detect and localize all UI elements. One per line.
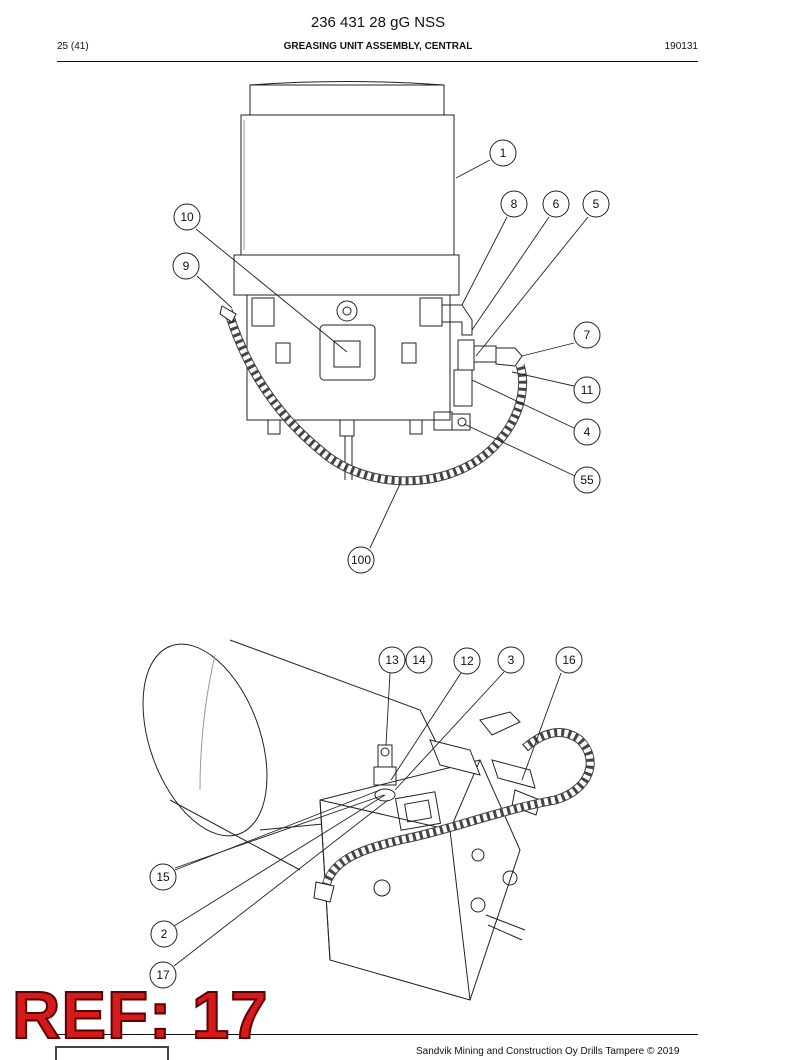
svg-text:11: 11 — [581, 383, 594, 397]
callout-100: 100 — [347, 546, 375, 574]
callout-55: 55 — [573, 466, 601, 494]
svg-text:5: 5 — [593, 197, 600, 211]
svg-text:12: 12 — [460, 654, 474, 668]
svg-text:10: 10 — [180, 210, 194, 224]
callout-17: 17 — [149, 961, 177, 989]
upper-assembly-drawing — [219, 81, 528, 486]
svg-text:14: 14 — [412, 653, 426, 667]
callout-13: 13 — [378, 646, 406, 674]
svg-text:1: 1 — [500, 146, 507, 160]
svg-text:13: 13 — [385, 653, 399, 667]
ref-stamp: REF: 17 — [11, 978, 269, 1053]
lower-leader-lines — [173, 671, 562, 967]
header-rule — [57, 61, 698, 62]
callout-7: 7 — [573, 321, 601, 349]
callout-14: 14 — [405, 646, 433, 674]
callout-10: 10 — [173, 203, 201, 231]
svg-text:55: 55 — [580, 473, 594, 487]
callout-4: 4 — [573, 418, 601, 446]
svg-text:8: 8 — [511, 197, 518, 211]
callout-5: 5 — [582, 190, 610, 218]
document-code: 190131 — [664, 41, 698, 52]
footer-copyright: Sandvik Mining and Construction Oy Drill… — [416, 1046, 680, 1057]
callout-6: 6 — [542, 190, 570, 218]
svg-text:6: 6 — [553, 197, 560, 211]
svg-text:4: 4 — [584, 425, 591, 439]
lower-assembly-drawing — [142, 639, 595, 1001]
footer-rule — [57, 1034, 698, 1035]
callout-3: 3 — [497, 646, 525, 674]
callout-11: 11 — [573, 376, 601, 404]
callout-15: 15 — [149, 863, 177, 891]
svg-text:15: 15 — [156, 870, 170, 884]
svg-text:3: 3 — [508, 653, 515, 667]
callout-2: 2 — [150, 920, 178, 948]
callout-12: 12 — [453, 647, 481, 675]
callout-16: 16 — [555, 646, 583, 674]
section-title: GREASING UNIT ASSEMBLY, CENTRAL — [283, 41, 473, 52]
upper-leader-lines — [195, 159, 589, 549]
svg-text:17: 17 — [156, 968, 170, 982]
document-title: 236 431 28 gG NSS — [310, 14, 446, 31]
svg-text:9: 9 — [183, 259, 190, 273]
callout-1: 1 — [489, 139, 517, 167]
svg-text:2: 2 — [161, 927, 168, 941]
callout-9: 9 — [172, 252, 200, 280]
svg-text:16: 16 — [562, 653, 576, 667]
svg-text:100: 100 — [351, 553, 371, 567]
callout-8: 8 — [500, 190, 528, 218]
svg-text:7: 7 — [584, 328, 591, 342]
page-number: 25 (41) — [57, 41, 89, 52]
